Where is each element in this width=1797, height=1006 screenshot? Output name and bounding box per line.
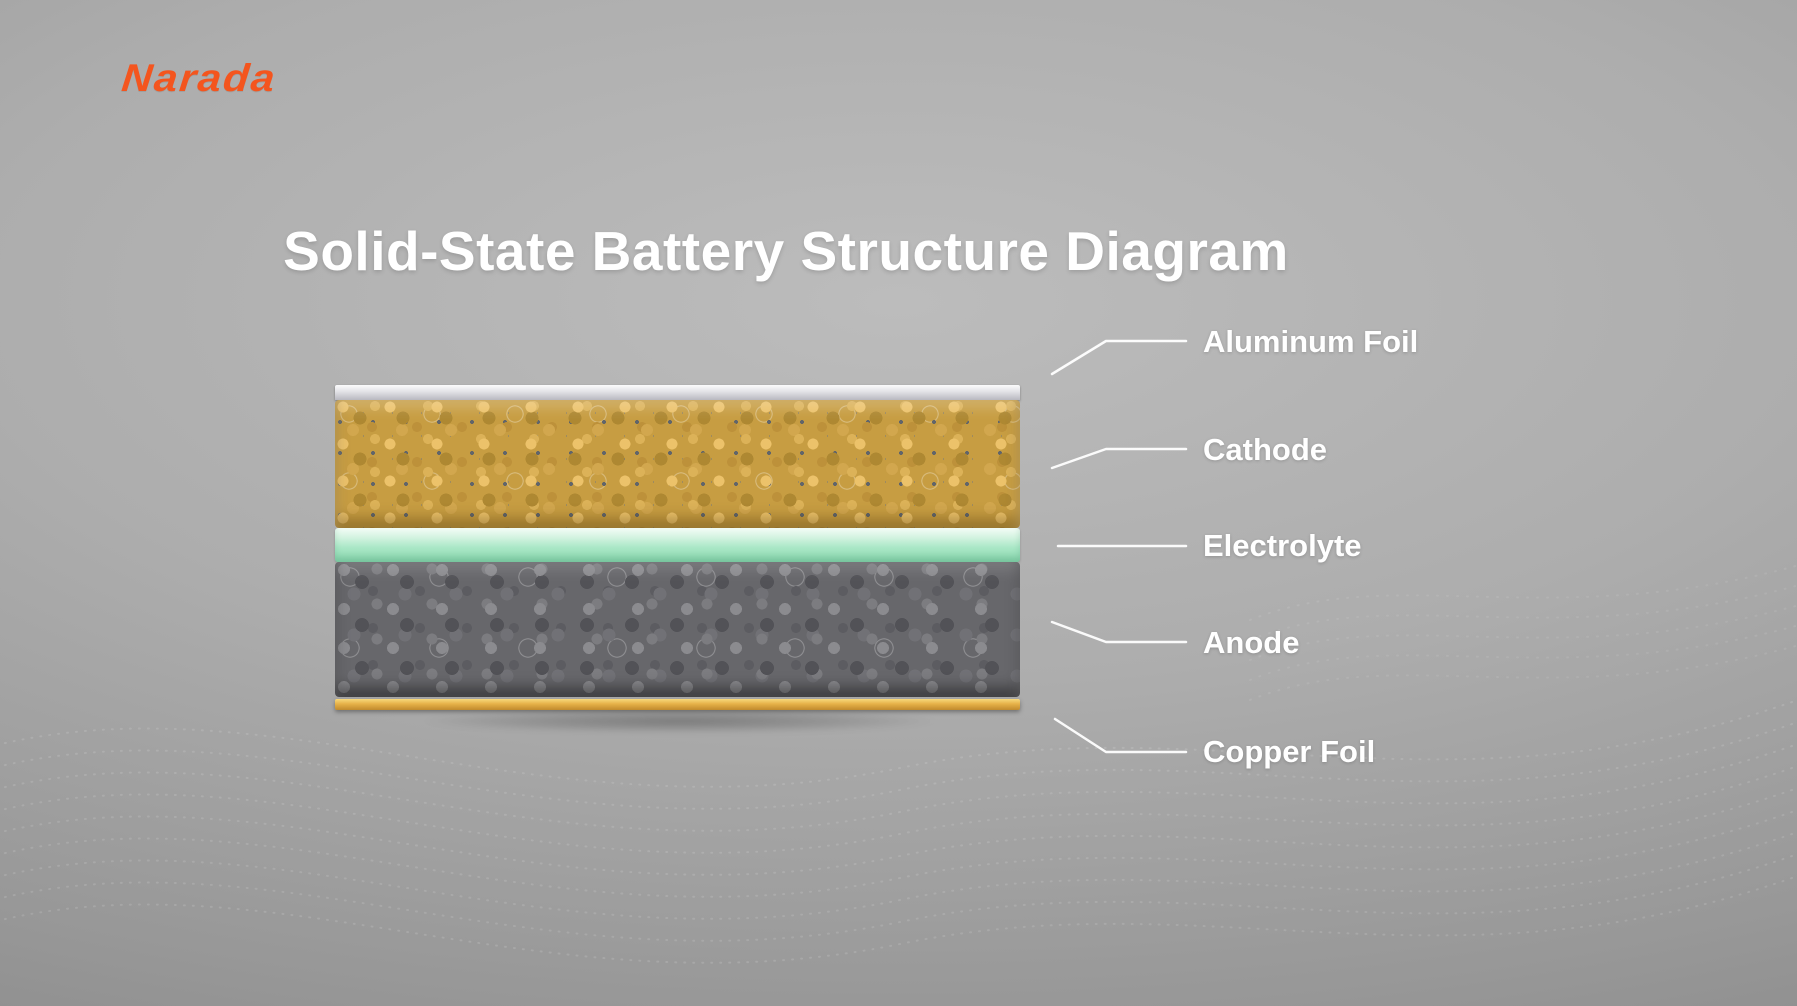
layer-copper-foil: [335, 699, 1020, 710]
leader-line-anode: [1050, 620, 1188, 644]
page-title: Solid-State Battery Structure Diagram: [283, 219, 1289, 282]
battery-diagram: [335, 385, 1020, 710]
label-copper-foil: Copper Foil: [1203, 734, 1376, 769]
narada-logo: Narada: [119, 55, 279, 100]
layer-electrolyte: [335, 528, 1020, 562]
layer-anode: [335, 562, 1020, 697]
layer-cathode: [335, 400, 1020, 528]
leader-line-aluminum-foil: [1050, 339, 1188, 376]
label-electrolyte: Electrolyte: [1203, 528, 1362, 563]
label-aluminum-foil: Aluminum Foil: [1203, 324, 1419, 359]
leader-line-copper-foil: [1053, 717, 1188, 754]
label-cathode: Cathode: [1203, 432, 1327, 467]
layer-aluminum-foil: [335, 385, 1020, 400]
leader-line-cathode: [1050, 447, 1188, 470]
label-anode: Anode: [1203, 625, 1300, 660]
